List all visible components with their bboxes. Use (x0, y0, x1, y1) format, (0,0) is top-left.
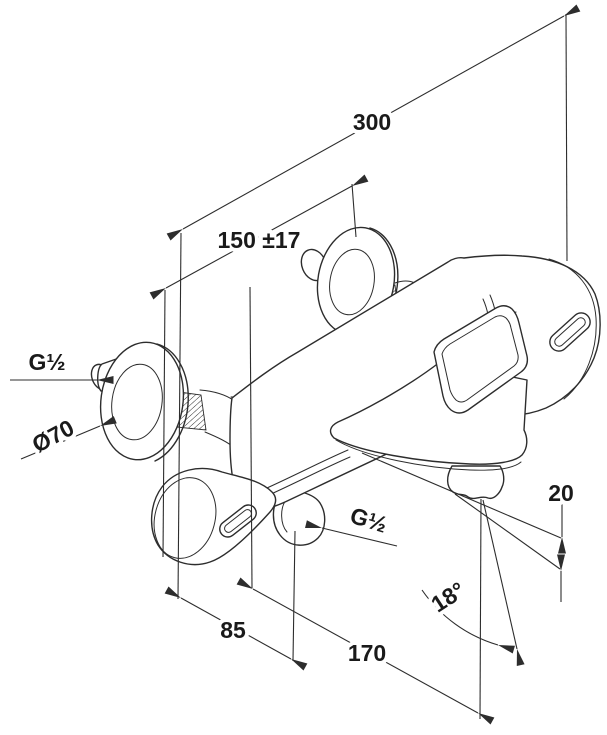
spout-thickness-line (335, 439, 522, 471)
left-escutcheon-inner-ring (111, 363, 163, 441)
dim-fan-line-lower (454, 493, 561, 570)
spout-top-rim-inner (441, 315, 519, 403)
label-spout-projection: 170 (348, 640, 386, 666)
ext-line-right (565, 13, 568, 262)
dimension-lines (10, 4, 581, 725)
dimension-labels: 300 150 ±17 G½ Ø70 G½ 20 85 170 18° (24, 105, 578, 670)
right-handle-face-edge (548, 258, 597, 400)
label-aerator-drop: 20 (548, 480, 574, 506)
ext-line-wall-plane (249, 286, 253, 589)
ext-line-aerator-vertical (479, 498, 482, 720)
dim-line-connection-centers (149, 174, 369, 300)
leader-shower-thread (305, 520, 398, 547)
label-overall-width: 300 (353, 109, 391, 135)
label-connection-centers: 150 ±17 (218, 227, 301, 253)
label-shower-thread: G½ (347, 502, 390, 538)
dim-fan-line-upper (361, 452, 562, 539)
left-handle-button-inner (224, 509, 252, 533)
label-stream-angle: 18° (426, 577, 469, 618)
left-handle-button (219, 504, 257, 538)
label-outlet-offset: 85 (220, 617, 246, 643)
left-escutcheon-rim (154, 343, 189, 462)
right-handle-button-outer (549, 312, 591, 352)
spout-top-rim-outer (433, 305, 529, 414)
label-inlet-thread: G½ (28, 349, 65, 375)
angle-arc (421, 589, 515, 654)
left-handle-silhouette (150, 467, 277, 566)
left-handle-face (153, 477, 217, 559)
dim-line-spout-projection (236, 577, 495, 725)
stream-direction-line (482, 499, 525, 666)
leader-escutcheon-diameter (20, 415, 117, 460)
left-handle-button-outer (219, 504, 257, 538)
left-handle (150, 467, 277, 566)
right-handle-button (549, 312, 591, 352)
ext-line-left-center (162, 289, 166, 558)
label-escutcheon-diameter: Ø70 (28, 414, 79, 457)
left-wall-connection (90, 341, 245, 462)
left-escutcheon-face (99, 341, 185, 461)
ext-line-shower-outlet (292, 530, 296, 662)
right-handle-button-inner (554, 317, 586, 347)
